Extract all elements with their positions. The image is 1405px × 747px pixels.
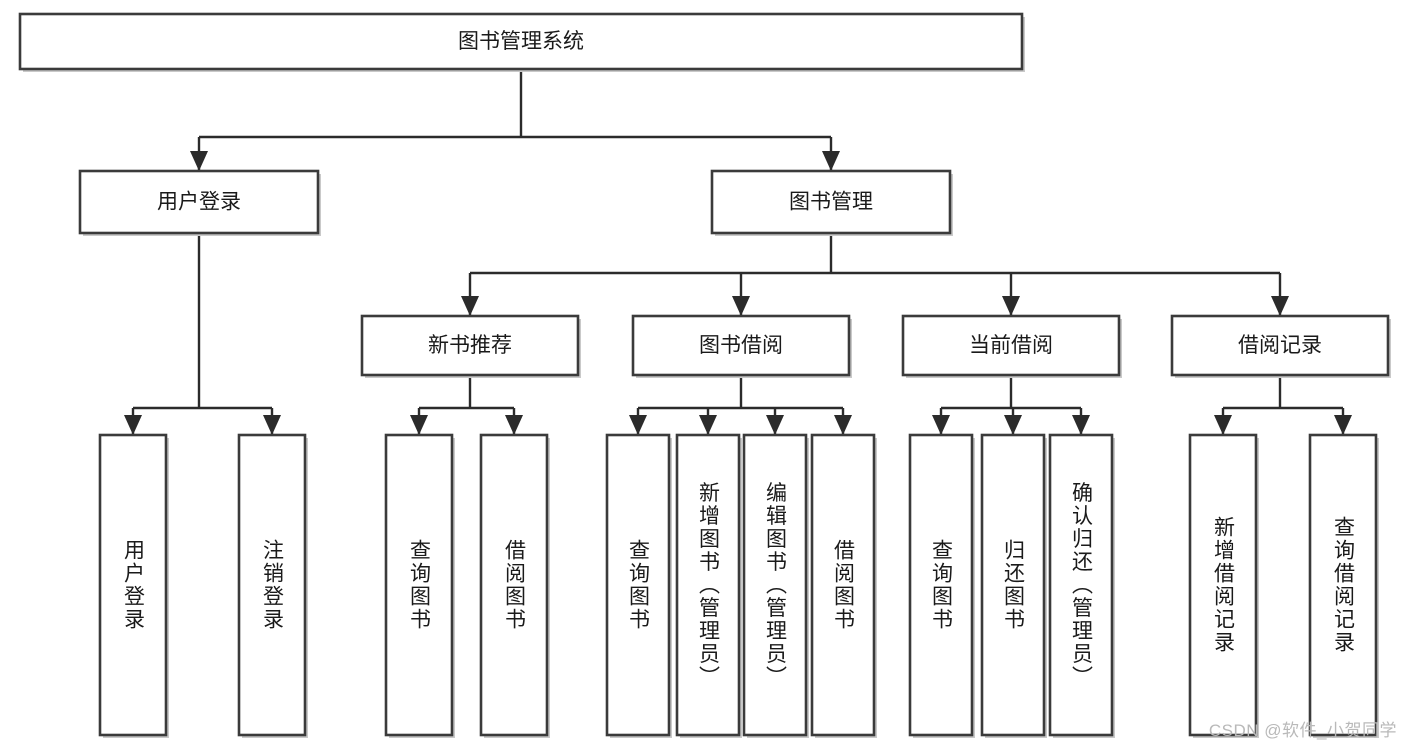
node-label: 注销登录 xyxy=(261,539,285,631)
node-label: 查询图书 xyxy=(408,539,432,631)
edge-group-borrow-record xyxy=(1214,375,1352,435)
edges-layer xyxy=(124,69,1352,435)
node-label: 编辑图书（管理员） xyxy=(764,482,788,689)
node-box[interactable] xyxy=(1170,314,1390,377)
arrowhead-icon xyxy=(1004,415,1022,435)
node-new-book-recommend[interactable]: 新书推荐 xyxy=(360,314,581,378)
node-box[interactable] xyxy=(631,314,851,377)
arrowhead-icon xyxy=(1072,415,1090,435)
node-leaf-borrow-book-1[interactable]: 借阅图书 xyxy=(479,433,550,738)
node-label: 新增图书（管理员） xyxy=(697,482,721,689)
node-leaf-confirm-return[interactable]: 确认归还（管理员） xyxy=(1048,433,1115,738)
node-box[interactable] xyxy=(675,433,741,737)
node-book-manage[interactable]: 图书管理 xyxy=(710,169,953,236)
arrowhead-icon xyxy=(124,415,142,435)
edge-group-book-manage xyxy=(461,233,1289,316)
node-box[interactable] xyxy=(605,433,671,737)
arrowhead-icon xyxy=(1334,415,1352,435)
arrowhead-icon xyxy=(263,415,281,435)
node-box[interactable] xyxy=(98,433,168,737)
node-leaf-add-book[interactable]: 新增图书（管理员） xyxy=(675,433,742,738)
node-leaf-query-book-1[interactable]: 查询图书 xyxy=(384,433,455,738)
arrowhead-icon xyxy=(629,415,647,435)
node-box[interactable] xyxy=(1308,433,1378,737)
node-box[interactable] xyxy=(18,12,1024,71)
node-leaf-user-logout[interactable]: 注销登录 xyxy=(237,433,308,738)
node-leaf-query-borrow-record[interactable]: 查询借阅记录 xyxy=(1308,433,1379,738)
arrowhead-icon xyxy=(1271,296,1289,316)
node-label: 查询图书 xyxy=(930,539,954,631)
arrowhead-icon xyxy=(410,415,428,435)
arrowhead-icon xyxy=(932,415,950,435)
arrowhead-icon xyxy=(822,151,840,171)
node-label: 借阅记录 xyxy=(1238,334,1322,357)
node-label: 图书借阅 xyxy=(699,334,783,357)
node-label: 图书管理 xyxy=(789,191,873,214)
node-label: 归还图书 xyxy=(1002,539,1026,631)
node-user-login[interactable]: 用户登录 xyxy=(78,169,321,236)
edge-group-new-book-recommend xyxy=(410,375,523,435)
node-label: 用户登录 xyxy=(122,539,146,631)
node-leaf-user-login[interactable]: 用户登录 xyxy=(98,433,169,738)
node-box[interactable] xyxy=(384,433,454,737)
node-current-borrow[interactable]: 当前借阅 xyxy=(901,314,1122,378)
node-box[interactable] xyxy=(479,433,549,737)
node-box[interactable] xyxy=(1188,433,1258,737)
node-borrow-record[interactable]: 借阅记录 xyxy=(1170,314,1391,378)
node-box[interactable] xyxy=(810,433,876,737)
node-label: 确认归还（管理员） xyxy=(1070,482,1094,689)
node-leaf-add-borrow-record[interactable]: 新增借阅记录 xyxy=(1188,433,1259,738)
node-label: 借阅图书 xyxy=(832,539,856,631)
edge-group-root xyxy=(190,69,840,171)
arrowhead-icon xyxy=(190,151,208,171)
arrowhead-icon xyxy=(1214,415,1232,435)
node-box[interactable] xyxy=(742,433,808,737)
arrowhead-icon xyxy=(461,296,479,316)
node-leaf-query-book-2[interactable]: 查询图书 xyxy=(605,433,672,738)
node-leaf-return-book[interactable]: 归还图书 xyxy=(980,433,1047,738)
node-box[interactable] xyxy=(901,314,1121,377)
node-book-borrow[interactable]: 图书借阅 xyxy=(631,314,852,378)
node-box[interactable] xyxy=(710,169,952,235)
node-box[interactable] xyxy=(1048,433,1114,737)
node-label: 图书管理系统 xyxy=(458,30,584,53)
watermark-text: CSDN @软件_小贺同学 xyxy=(1208,721,1397,740)
arrowhead-icon xyxy=(732,296,750,316)
node-label: 查询借阅记录 xyxy=(1332,516,1356,654)
node-leaf-query-book-3[interactable]: 查询图书 xyxy=(908,433,975,738)
node-leaf-edit-book[interactable]: 编辑图书（管理员） xyxy=(742,433,809,738)
nodes-layer: 图书管理系统用户登录图书管理新书推荐图书借阅当前借阅借阅记录用户登录注销登录查询… xyxy=(18,12,1391,738)
edge-group-current-borrow xyxy=(932,375,1090,435)
edge-group-book-borrow xyxy=(629,375,852,435)
arrowhead-icon xyxy=(1002,296,1020,316)
node-label: 新书推荐 xyxy=(428,334,512,357)
node-box[interactable] xyxy=(237,433,307,737)
node-box[interactable] xyxy=(908,433,974,737)
node-root[interactable]: 图书管理系统 xyxy=(18,12,1025,72)
node-label: 用户登录 xyxy=(157,191,241,214)
node-box[interactable] xyxy=(360,314,580,377)
arrowhead-icon xyxy=(834,415,852,435)
arrowhead-icon xyxy=(699,415,717,435)
node-box[interactable] xyxy=(980,433,1046,737)
node-leaf-borrow-book-2[interactable]: 借阅图书 xyxy=(810,433,877,738)
node-label: 当前借阅 xyxy=(969,334,1053,357)
node-label: 新增借阅记录 xyxy=(1212,516,1236,654)
node-label: 查询图书 xyxy=(627,539,651,631)
node-box[interactable] xyxy=(78,169,320,235)
edge-group-user-login xyxy=(124,233,281,435)
node-label: 借阅图书 xyxy=(503,539,527,631)
arrowhead-icon xyxy=(505,415,523,435)
arrowhead-icon xyxy=(766,415,784,435)
